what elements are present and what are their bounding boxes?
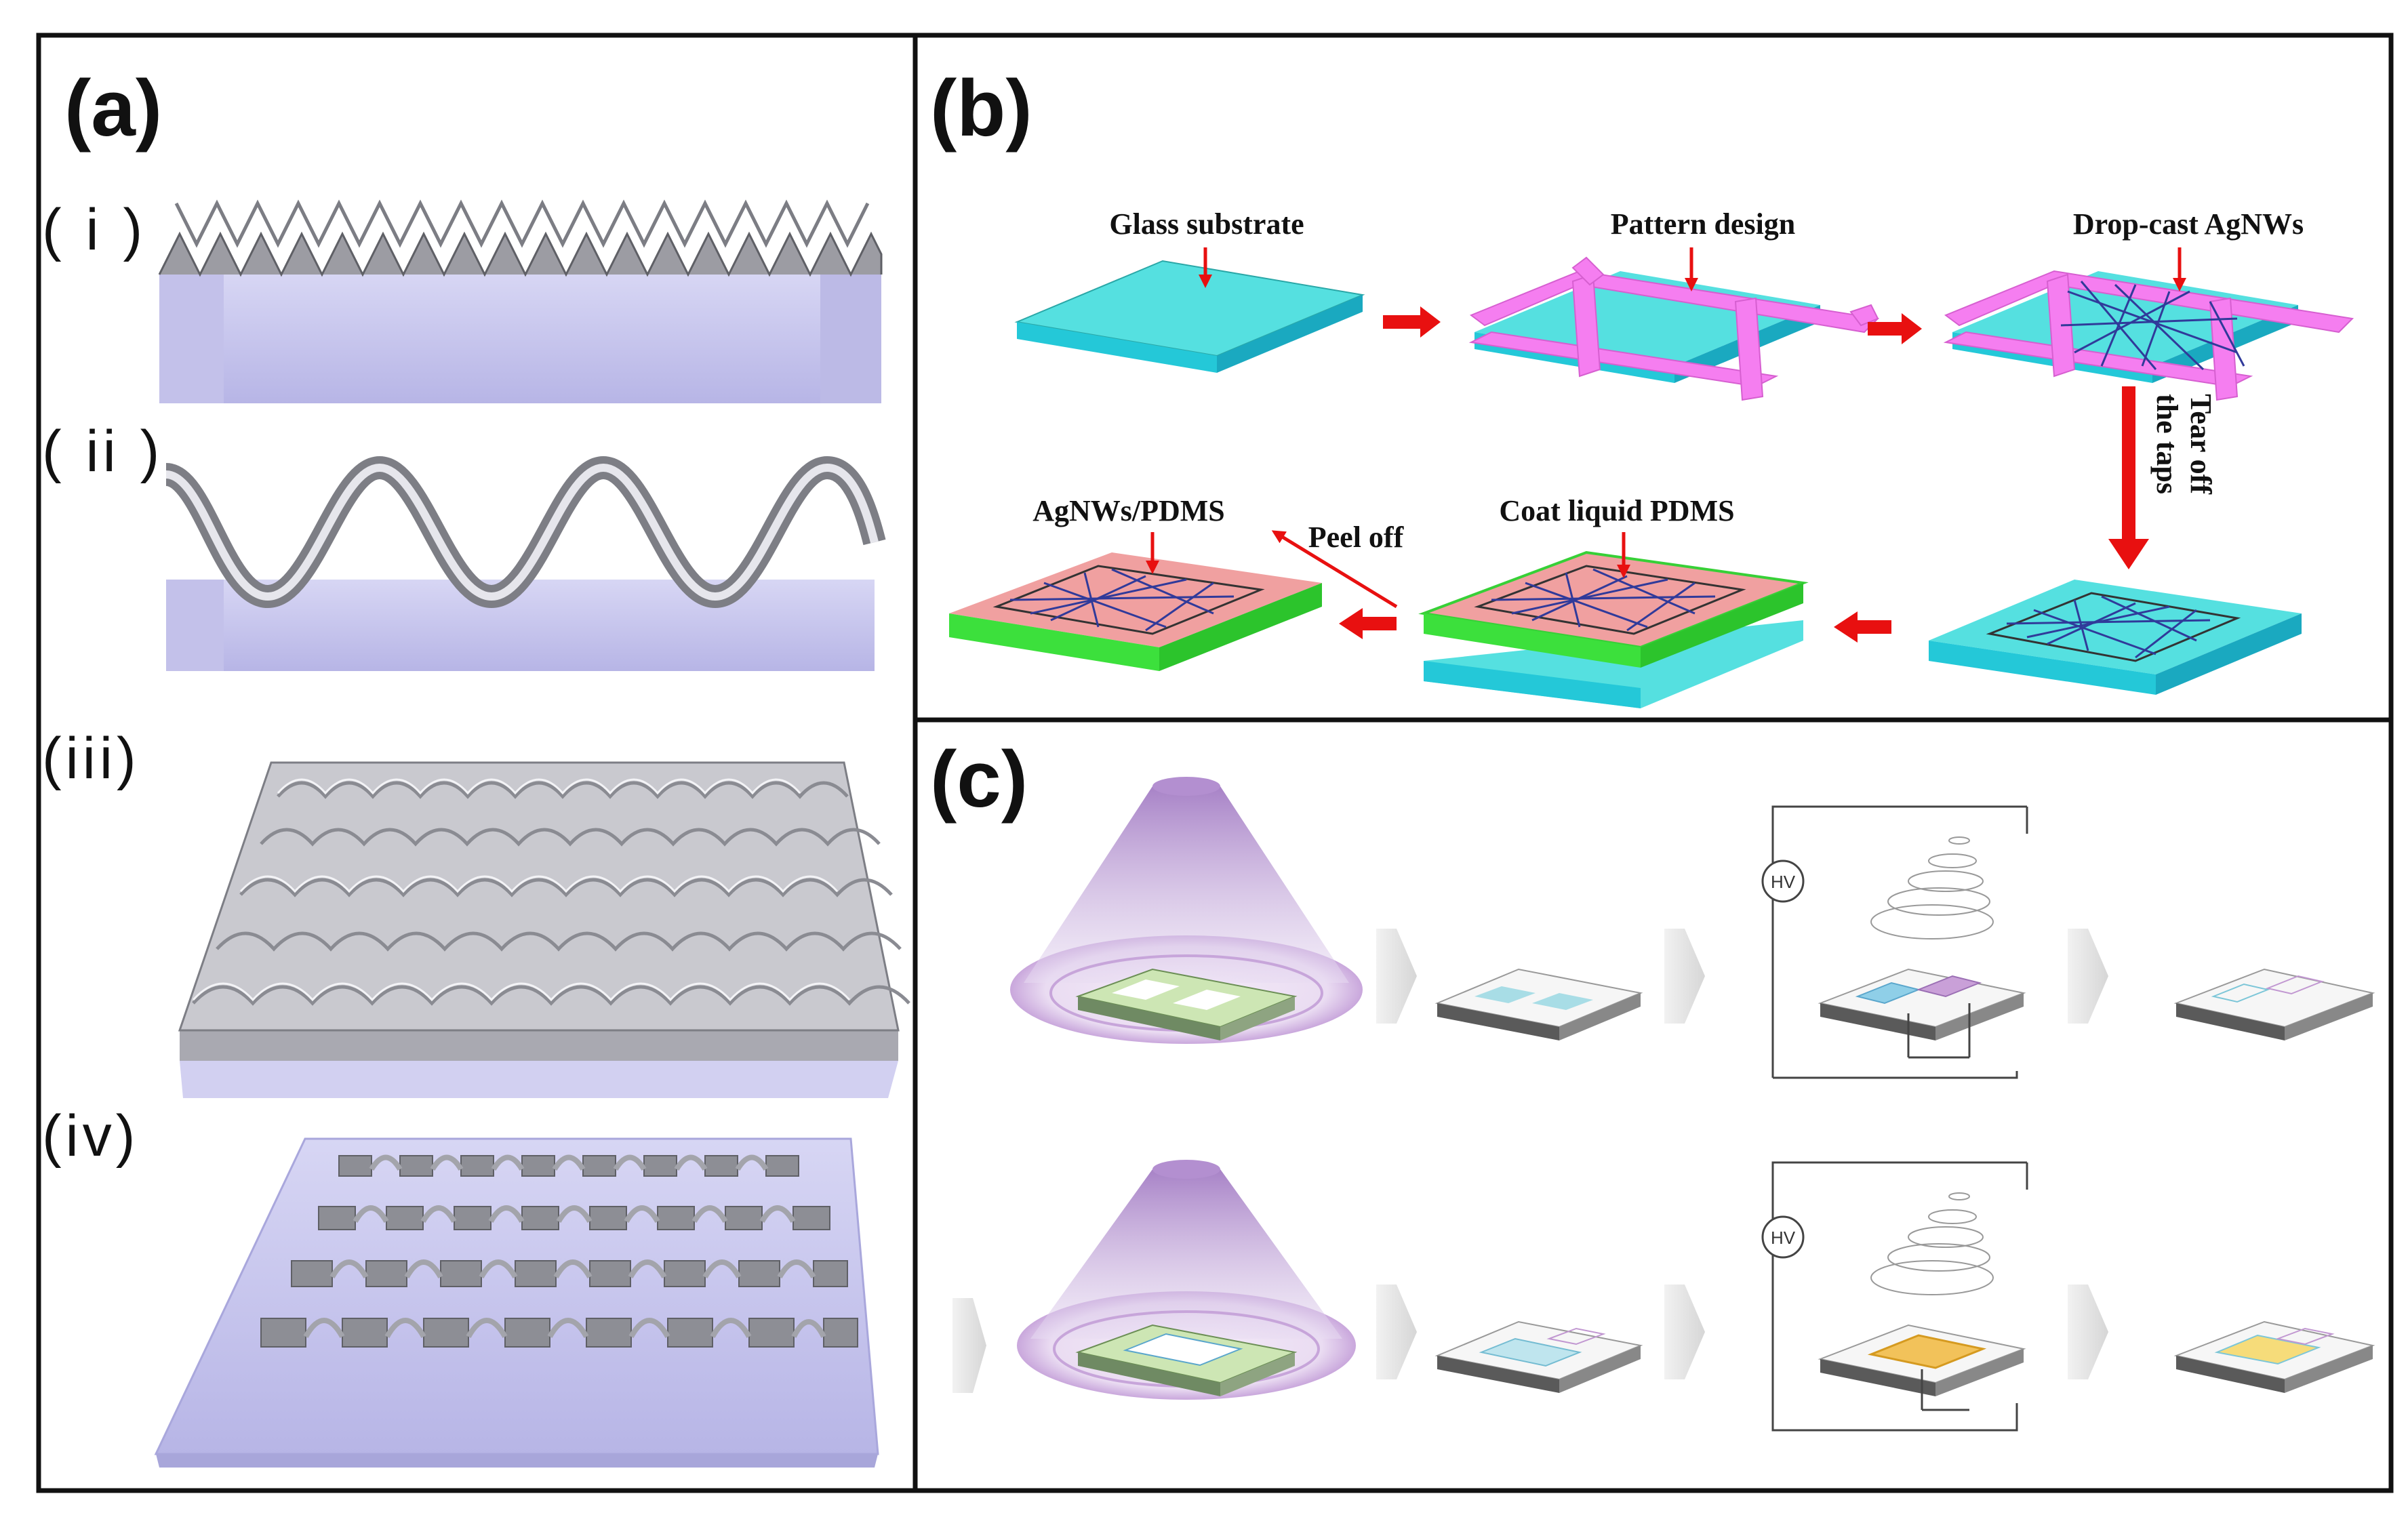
tear-off-label-1: Tear off bbox=[2184, 394, 2218, 495]
arrow-right-2 bbox=[1868, 313, 1922, 344]
grating-2d-wavy bbox=[178, 761, 910, 1098]
panel-a-label: (a) bbox=[64, 64, 162, 153]
glass-substrate-label: Glass substrate bbox=[1109, 207, 1304, 241]
coat-pdms-label: Coat liquid PDMS bbox=[1499, 494, 1734, 527]
step-glass-substrate: Glass substrate bbox=[1014, 207, 1365, 373]
panel-c-label: (c) bbox=[930, 735, 1028, 824]
subpanel-iii-label: (iii) bbox=[42, 726, 140, 791]
chevron-6 bbox=[1664, 1285, 1705, 1379]
pattern-design-label: Pattern design bbox=[1611, 207, 1796, 241]
arrow-right-1 bbox=[1383, 306, 1441, 338]
result-step-1 bbox=[2173, 968, 2375, 1040]
panel-c: (c) HV bbox=[930, 735, 2375, 1432]
grating-sinusoidal bbox=[164, 456, 886, 671]
chevron-3 bbox=[2068, 929, 2108, 1024]
hv-label-2: HV bbox=[1771, 1228, 1796, 1248]
step-coat-pdms: Coat liquid PDMS bbox=[1418, 494, 1809, 708]
peel-off-label: Peel off bbox=[1308, 521, 1405, 554]
figure-frame bbox=[36, 33, 2394, 1493]
step-dropcast-agnws: Drop-cast AgNWs bbox=[1943, 207, 2354, 401]
step-agnws-pdms-final: AgNWs/PDMS Peel off bbox=[949, 494, 1405, 671]
subpanel-i-label: ( i ) bbox=[42, 197, 146, 262]
substrate-step-1 bbox=[1434, 968, 1643, 1040]
arrow-left-2 bbox=[1339, 608, 1397, 639]
step-agnws-on-glass bbox=[1929, 580, 2302, 695]
panel-b: (b) Glass substrate Pattern design bbox=[930, 64, 2354, 708]
panel-a: (a) ( i ) ( ii ) (iii) bbox=[42, 64, 910, 1468]
subpanel-iv-label: (iv) bbox=[42, 1104, 139, 1169]
dropcast-agnws-label: Drop-cast AgNWs bbox=[2073, 207, 2304, 241]
subpanel-ii-label: ( ii ) bbox=[42, 419, 163, 484]
substrate-step-2 bbox=[1434, 1320, 1643, 1393]
result-step-2 bbox=[2173, 1320, 2375, 1393]
electrospin-step-1: HV bbox=[1761, 805, 2028, 1079]
chevron-4 bbox=[952, 1298, 986, 1393]
arrow-left-1 bbox=[1834, 611, 1891, 643]
step-pattern-design: Pattern design bbox=[1468, 207, 1880, 401]
patterned-slab bbox=[154, 1137, 879, 1468]
hv-label-1: HV bbox=[1771, 872, 1796, 892]
chevron-5 bbox=[1376, 1285, 1417, 1379]
uv-exposure-2 bbox=[1017, 1160, 1356, 1400]
uv-exposure-1 bbox=[1010, 777, 1363, 1044]
chevron-1 bbox=[1376, 929, 1417, 1024]
panel-b-label: (b) bbox=[930, 64, 1032, 153]
electrospin-step-2: HV bbox=[1761, 1161, 2028, 1432]
chevron-7 bbox=[2068, 1285, 2108, 1379]
grating-sawtooth bbox=[158, 199, 883, 403]
chevron-2 bbox=[1664, 929, 1705, 1024]
peel-off-arrow bbox=[1271, 530, 1398, 609]
tear-off-arrow: Tear off the taps bbox=[2108, 386, 2218, 569]
tear-off-label-2: the taps bbox=[2150, 394, 2184, 494]
agnws-pdms-label: AgNWs/PDMS bbox=[1032, 494, 1225, 527]
